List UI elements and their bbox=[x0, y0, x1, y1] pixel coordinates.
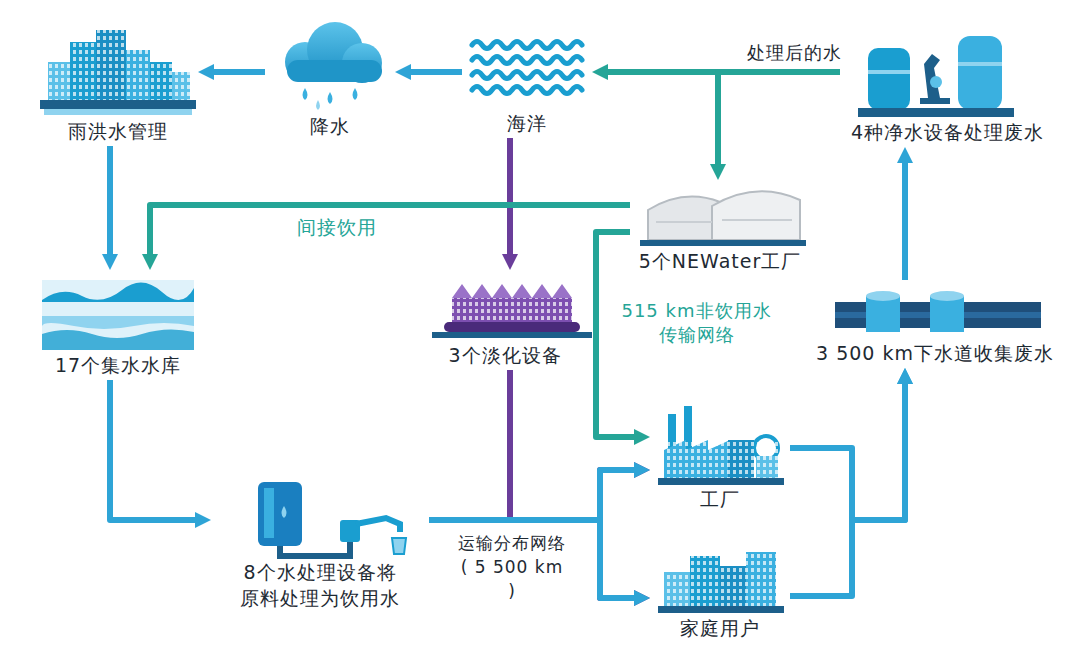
node-label: 降水 bbox=[310, 113, 350, 139]
flow-arrow bbox=[411, 69, 462, 75]
node-text-row: 海洋 bbox=[462, 110, 592, 136]
node-text-row: 4种净水设备处理废水 bbox=[840, 119, 1055, 145]
icon-node: 雨洪水管理 bbox=[38, 20, 198, 146]
icon-node: 8个水处理设备将 原料处理为饮用水 bbox=[211, 475, 429, 613]
node-label: 家庭用户 bbox=[680, 615, 760, 641]
node-text-row: 雨洪水管理 bbox=[38, 118, 198, 144]
node-label: 17个集水水库 bbox=[55, 352, 181, 378]
flow-arrow bbox=[790, 384, 905, 520]
desalination-icon bbox=[432, 284, 592, 338]
flow-arrow bbox=[107, 146, 113, 254]
sewer-icon bbox=[835, 291, 1041, 332]
node-label: 4种净水设备处理废水 bbox=[851, 119, 1044, 145]
node-label: 5个NEWater工厂 bbox=[639, 248, 801, 274]
flow-arrow bbox=[718, 72, 840, 164]
flow-arrow bbox=[790, 384, 905, 596]
icon-node: 5个NEWater工厂 bbox=[630, 180, 810, 276]
node-text-row: 17个集水水库 bbox=[38, 352, 198, 378]
flow-arrow bbox=[507, 138, 513, 254]
factory-icon bbox=[658, 406, 784, 485]
newater-plant-icon bbox=[640, 191, 806, 246]
icon-node: 17个集水水库 bbox=[38, 270, 198, 380]
icon-node: 工厂 bbox=[650, 400, 790, 514]
node-text-row: 家庭用户 bbox=[650, 615, 790, 641]
flow-arrow bbox=[150, 205, 630, 254]
reservoir-icon bbox=[42, 280, 194, 350]
icon-node: 海洋 bbox=[462, 30, 592, 138]
node-text-row: 3个淡化设备 bbox=[425, 342, 585, 368]
cloud-icon bbox=[285, 22, 382, 110]
icon-node: 4种净水设备处理废水 bbox=[840, 25, 1055, 147]
wave-icon bbox=[472, 42, 582, 94]
node-text-row: 5个NEWater工厂 bbox=[630, 248, 810, 274]
node-label: 工厂 bbox=[700, 486, 740, 512]
purifier-icon bbox=[858, 36, 1014, 117]
icon-node: 3 500 km下水道收集废水 bbox=[805, 280, 1065, 368]
treatment-icon bbox=[258, 482, 406, 556]
flow-arrow bbox=[902, 163, 908, 280]
icon-node: 3个淡化设备 bbox=[425, 270, 585, 370]
homes-icon bbox=[658, 552, 784, 613]
edge-label: 515 km非饮用水 传输网络 bbox=[612, 298, 781, 348]
edge-label: 间接饮用 bbox=[285, 214, 389, 240]
flow-arrow bbox=[429, 470, 634, 520]
node-label: 海洋 bbox=[507, 110, 547, 136]
flow-arrow bbox=[110, 380, 195, 520]
edge-label: 处理后的水 bbox=[742, 40, 846, 66]
flow-arrow bbox=[214, 69, 265, 75]
icon-node: 降水 bbox=[265, 25, 395, 141]
node-text-row: 8个水处理设备将 原料处理为饮用水 bbox=[211, 559, 429, 611]
icon-node: 家庭用户 bbox=[650, 545, 790, 643]
edge-label: 运输分布网络 ( 5 500 km ) bbox=[456, 530, 568, 604]
node-text-row: 工厂 bbox=[650, 486, 790, 512]
node-label: 8个水处理设备将 原料处理为饮用水 bbox=[211, 559, 429, 611]
node-label: 3 500 km下水道收集废水 bbox=[816, 340, 1054, 366]
node-text-row: 3 500 km下水道收集废水 bbox=[805, 340, 1065, 366]
flow-arrow bbox=[510, 370, 634, 520]
city-icon bbox=[40, 30, 196, 115]
node-label: 雨洪水管理 bbox=[68, 118, 168, 144]
node-label: 3个淡化设备 bbox=[448, 342, 561, 368]
node-text-row: 降水 bbox=[265, 113, 395, 139]
